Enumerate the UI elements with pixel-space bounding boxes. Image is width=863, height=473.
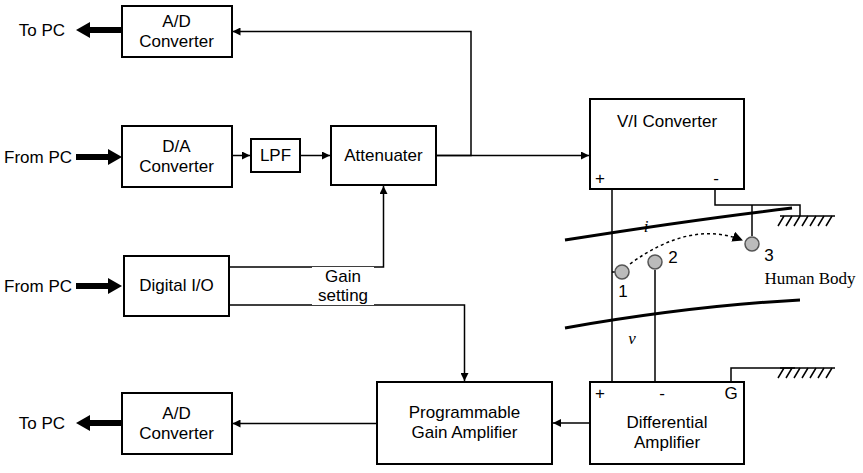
signal-arrow [230,305,465,381]
box-label: Programmable Gain Amplifier [390,403,540,443]
signal-arrow [230,186,384,267]
box-label: Differential Amplifier [612,413,722,453]
terminal-sign: + [595,384,605,403]
box-label: A/D Converter [127,12,227,52]
box-label: LPF [260,146,291,166]
port-label: To PC [19,414,65,433]
port-label: From PC [4,148,72,167]
voltage-symbol: v [628,329,636,348]
process-box: D/A Converter [121,125,233,188]
signal-arrow [553,422,589,424]
box-label: Attenuater [344,146,422,166]
process-box: V/I Converter [589,98,745,190]
callout-number: 2 [668,248,677,267]
terminal-sign: G [724,384,737,403]
signal-arrow [233,423,377,425]
signal-arrow [233,155,251,157]
terminal-sign: - [659,384,665,403]
process-box: Differential Amplifier [589,381,745,465]
box-label: V/I Converter [617,112,717,132]
body-label: Human Body [764,269,855,288]
box-label: A/D Converter [127,404,227,444]
callout-number: 1 [618,282,627,301]
terminal-sign: + [595,169,605,188]
port-label: From PC [4,277,72,296]
electrodes [615,237,759,279]
current-symbol: i [644,217,649,236]
process-box: A/D Converter [121,392,233,455]
box-label: D/A Converter [127,137,227,177]
box-label: Digital I/O [139,276,214,296]
ground-symbols [778,216,835,378]
signal-label: Gain setting [312,267,374,305]
body-surface-bottom [565,300,800,328]
process-box: LPF [250,138,301,173]
pc-arrows [76,22,123,431]
process-box: Digital I/O [123,255,230,317]
process-box: Attenuater [330,125,437,186]
terminal-sign: - [713,169,719,188]
body-surface-top [565,208,792,240]
signal-arrow [301,155,330,157]
process-box: Programmable Gain Amplifier [376,381,553,465]
callout-number: 3 [764,246,773,265]
port-label: To PC [19,21,65,40]
current-path [630,234,742,264]
process-box: A/D Converter [121,5,233,58]
